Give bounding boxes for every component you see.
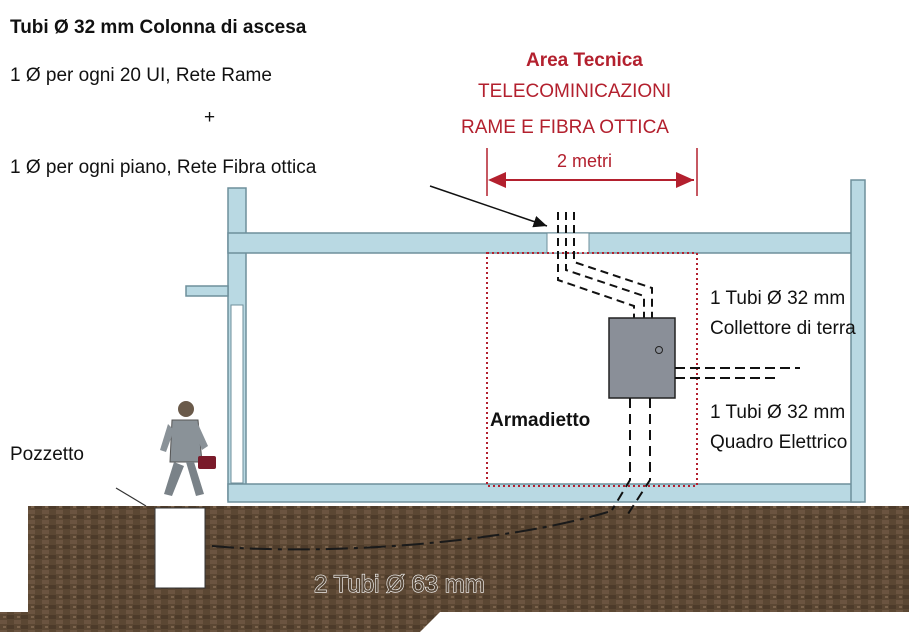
fiber-note: 1 Ø per ogni piano, Rete Fibra ottica <box>10 157 317 178</box>
building-structure <box>185 179 866 503</box>
down-pipes <box>611 398 651 515</box>
armadietto-label: Armadietto <box>490 410 591 431</box>
tech-area-box <box>486 252 698 487</box>
quadro-line1: 1 Tubi Ø 32 mm <box>710 402 846 423</box>
riser-pipes <box>557 212 653 318</box>
page-title: Tubi Ø 32 mm Colonna di ascesa <box>10 17 307 38</box>
tech-area-line1: TELECOMINICAZIONI <box>478 81 672 102</box>
pointer-arrow <box>429 185 548 228</box>
underground-conduit <box>211 511 609 551</box>
quadro-line2: Quadro Elettrico <box>710 432 848 453</box>
pozzetto-pit <box>154 507 206 589</box>
right-pipes <box>675 367 800 379</box>
tech-area-title: Area Tecnica <box>526 50 643 71</box>
ground <box>0 506 909 632</box>
collettore-line2: Collettore di terra <box>710 318 856 339</box>
tech-area-line2: RAME E FIBRA OTTICA <box>461 117 669 138</box>
pozzetto-label: Pozzetto <box>10 444 84 465</box>
collettore-line1: 1 Tubi Ø 32 mm <box>710 288 846 309</box>
cabinet-lock <box>655 346 663 354</box>
underground-label: 2 Tubi Ø 63 mm <box>314 571 485 598</box>
cabinet <box>608 317 676 399</box>
riser-opening <box>546 232 590 254</box>
person-figure <box>160 401 216 496</box>
width-label: 2 metri <box>557 151 613 171</box>
pozzetto-leader <box>115 487 147 507</box>
plus-sign: + <box>204 107 216 128</box>
copper-note: 1 Ø per ogni 20 UI, Rete Rame <box>10 65 272 86</box>
